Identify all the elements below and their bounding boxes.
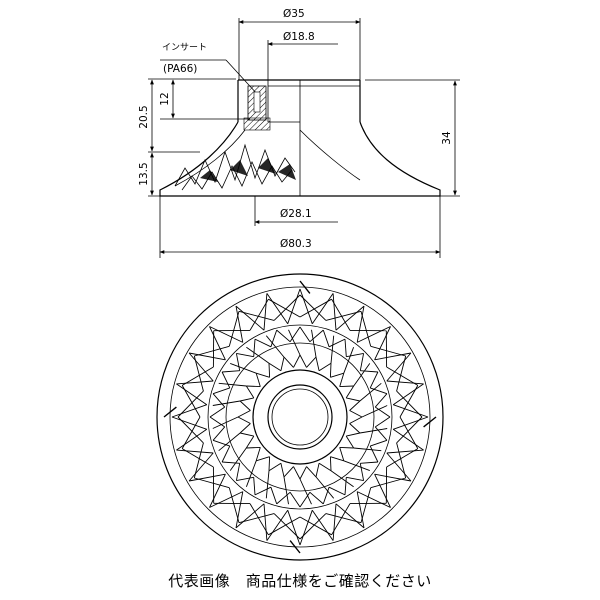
dim-height-34: 34 <box>441 131 453 145</box>
insert-label: インサート <box>162 42 207 53</box>
dim-diameter-28-1: Ø28.1 <box>280 208 312 220</box>
dim-diameter-35: Ø35 <box>283 8 305 20</box>
dim-height-12: 12 <box>159 92 171 105</box>
dim-diameter-18-8: Ø18.8 <box>283 31 315 43</box>
bottom-view <box>156 273 444 561</box>
dim-height-20-5: 20.5 <box>138 105 150 128</box>
side-view: Ø35 Ø18.8 インサート (PA66) 20.5 12 13.5 34 <box>138 8 460 258</box>
caption: 代表画像 商品仕様をご確認ください <box>168 572 432 590</box>
dim-height-13-5: 13.5 <box>138 162 150 185</box>
insert-material-label: (PA66) <box>163 63 197 75</box>
dim-diameter-80-3: Ø80.3 <box>280 238 312 250</box>
lattice-pattern <box>163 280 437 554</box>
